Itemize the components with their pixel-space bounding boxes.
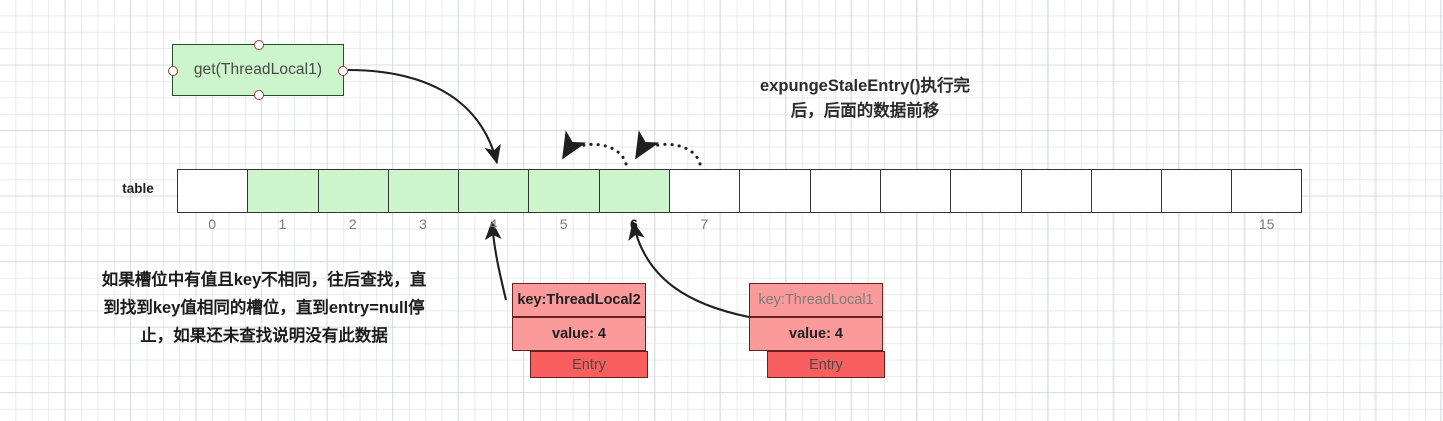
table-cell-7[interactable] [669,169,740,213]
entry-card-right[interactable]: key:ThreadLocal1 value: 4 Entry [749,283,885,378]
caption-expunge-line1: expungeStaleEntry()执行完 [760,77,970,95]
shift-arc-7-to-6 [634,130,702,166]
get-node-label: get(ThreadLocal1) [193,61,323,78]
table-index-label-12 [1021,216,1091,236]
table-cell-0[interactable] [177,169,248,213]
entry-left-key: key:ThreadLocal2 [512,283,646,317]
table-index-label-15: 15 [1258,216,1275,232]
table-cell-8[interactable] [739,169,810,213]
arrow-get-to-slot4 [347,68,501,165]
get-threadlocal-node[interactable]: get(ThreadLocal1) [168,40,348,100]
table-cell-3[interactable] [387,169,459,213]
table-index-label-14 [1161,216,1231,236]
entry-card-left[interactable]: key:ThreadLocal2 value: 4 Entry [512,283,648,378]
table-cell-12[interactable] [1020,169,1091,213]
table-cell-15[interactable] [1231,169,1302,213]
caption-probe-note: 如果槽位中有值且key不相同，往后查找，直 到找到key值相同的槽位，直到ent… [44,266,484,350]
table-cell-14[interactable] [1161,169,1232,213]
table-cell-5[interactable] [528,169,599,213]
entry-right-value: value: 4 [749,317,883,351]
connector-right-handle[interactable] [338,66,348,76]
table-cell-6[interactable] [598,169,670,213]
table-label: table [122,181,154,196]
caption-probe-line3: 止，如果还未查找说明没有此数据 [140,327,388,345]
arrow-entry-left-to-slot4 [484,220,508,301]
table-index-row: 0 1 2 3 4 5 6 7 15 [177,216,1302,236]
arrow-entry-right-to-slot6 [628,220,750,319]
table-cells-row [177,169,1302,213]
table-cell-11[interactable] [950,169,1021,213]
table-index-label-8 [739,216,809,236]
table-index-label-0: 0 [208,216,217,232]
table-index-label-4: 4 [489,216,498,232]
entry-left-value: value: 4 [512,317,646,351]
entry-right-key: key:ThreadLocal1 [749,283,883,317]
table-index-label-11 [950,216,1020,236]
connector-bottom-handle[interactable] [254,90,264,100]
table-index-label-5: 5 [559,216,568,232]
table-cell-10[interactable] [879,169,951,213]
table-index-label-1: 1 [278,216,287,232]
entry-left-tag: Entry [530,351,648,378]
table-index-label-10 [880,216,950,236]
connector-left-handle[interactable] [168,66,178,76]
caption-expunge-note: expungeStaleEntry()执行完 后，后面的数据前移 [700,74,1030,124]
table-index-label-13 [1091,216,1161,236]
table-cell-9[interactable] [809,169,880,213]
table-index-label-3: 3 [419,216,427,232]
caption-probe-line1: 如果槽位中有值且key不相同，往后查找，直 [101,271,427,289]
shift-arc-6-to-5 [561,130,628,166]
table-cell-2[interactable] [317,169,388,213]
table-cell-4[interactable] [458,169,529,213]
caption-expunge-line2: 后，后面的数据前移 [790,102,940,120]
table-cell-13[interactable] [1090,169,1162,213]
table-index-label-2: 2 [348,216,357,232]
table-index-label-9 [810,216,880,236]
table-index-label-6: 6 [630,216,638,232]
table-index-label-7: 7 [700,216,709,232]
entry-right-tag: Entry [767,351,885,378]
table-cell-1[interactable] [247,169,318,213]
caption-probe-line2: 到找到key值相同的槽位，直到entry=null停 [103,299,425,317]
connector-top-handle[interactable] [254,40,264,50]
